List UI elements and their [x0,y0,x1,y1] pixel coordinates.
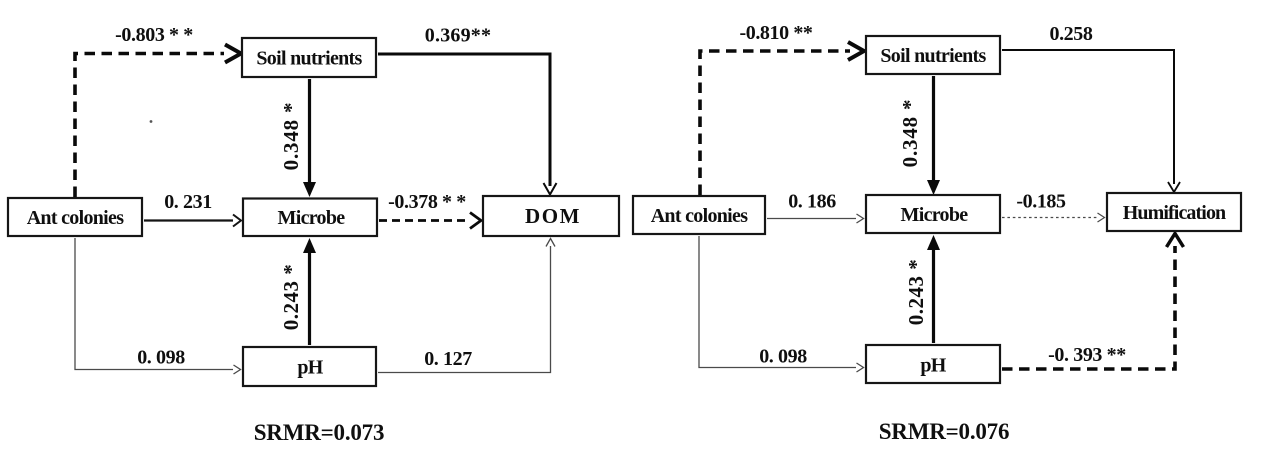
svg-text:-0.378 * *: -0.378 * * [388,191,466,213]
svg-text:0.348 *: 0.348 * [279,102,303,171]
svg-text:DOM: DOM [525,204,581,228]
svg-text:-0.810 **: -0.810 ** [739,22,812,44]
svg-text:SRMR=0.076: SRMR=0.076 [879,419,1010,444]
svg-text:0.369**: 0.369** [425,25,491,47]
svg-text:0. 098: 0. 098 [137,347,185,369]
svg-text:0.243 *: 0.243 * [904,259,928,326]
svg-text:Microbe: Microbe [278,207,346,229]
svg-text:-0. 393 **: -0. 393 ** [1048,344,1126,366]
svg-text:pH: pH [920,355,946,377]
svg-text:Ant colonies: Ant colonies [27,207,125,229]
svg-text:SRMR=0.073: SRMR=0.073 [254,420,385,445]
svg-text:-0.185: -0.185 [1016,191,1066,213]
svg-text:0. 186: 0. 186 [788,191,836,213]
svg-text:0. 231: 0. 231 [164,191,212,213]
svg-text:Humification: Humification [1123,202,1226,224]
svg-text:0.258: 0.258 [1049,23,1092,45]
svg-text:Soil nutrients: Soil nutrients [256,48,362,70]
svg-text:Microbe: Microbe [901,204,969,226]
svg-text:0. 098: 0. 098 [759,346,807,368]
svg-text:Soil nutrients: Soil nutrients [880,45,986,67]
svg-text:0.243 *: 0.243 * [279,264,303,331]
svg-text:0. 127: 0. 127 [424,348,472,370]
svg-text:pH: pH [297,357,323,379]
svg-text:Ant colonies: Ant colonies [651,205,749,227]
svg-text:0.348 *: 0.348 * [898,99,922,168]
svg-text:-0.803 * *: -0.803 * * [115,24,193,46]
